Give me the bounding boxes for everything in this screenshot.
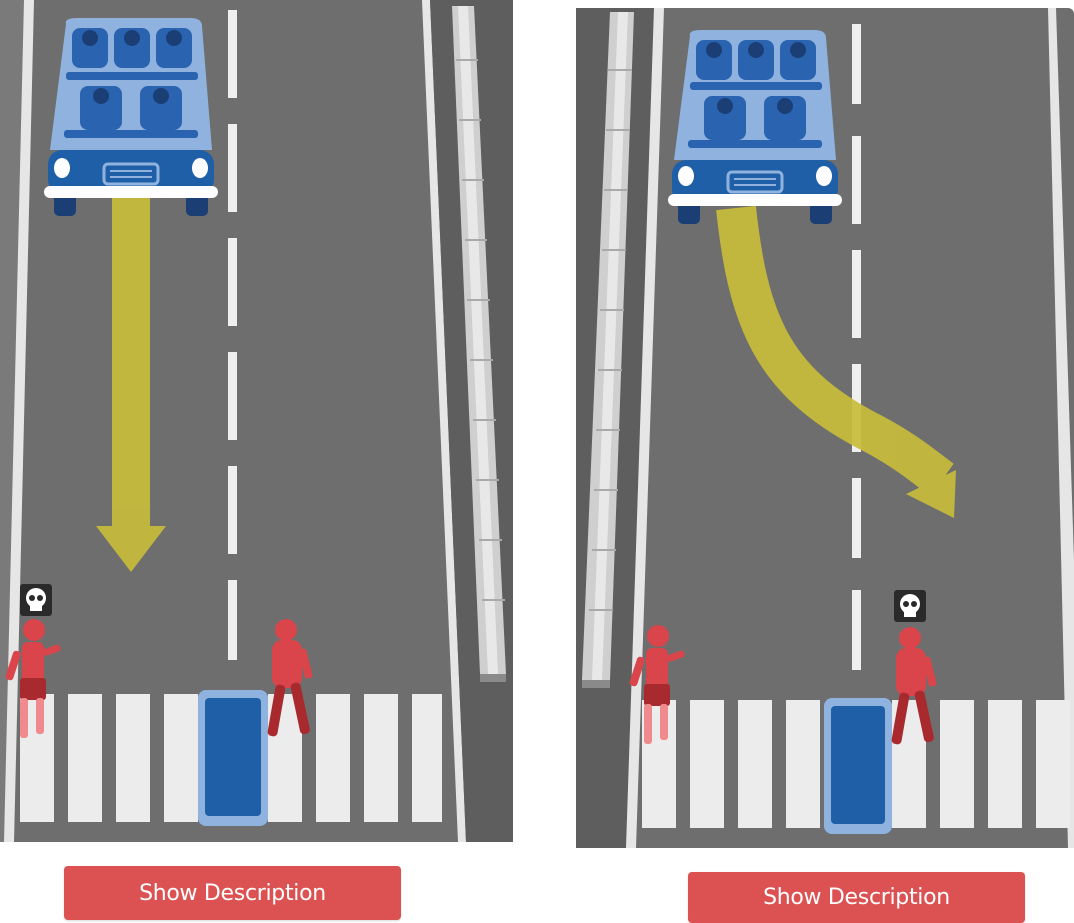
skull-icon [894,590,926,622]
show-description-button[interactable]: Show Description [64,866,401,920]
center-lane-dashes [228,10,237,660]
scenario-right[interactable]: Show Description [576,0,1074,923]
barrier-icon [582,12,634,688]
road-edge-line-right [422,0,466,842]
road-block [198,690,268,826]
road-edge-line-right [1048,8,1074,848]
car-path-arrow [716,205,956,518]
skull-icon [20,584,52,616]
pedestrian-icon [629,625,685,744]
road-block [824,698,892,834]
road-edge-line-left [4,0,34,842]
road-edge-line-left [626,8,664,848]
pedestrian-icon [891,627,937,745]
barrier-icon [452,6,506,682]
pedestrian-icon [267,619,313,737]
car-icon [668,30,842,224]
scenario-left-illustration [0,0,513,842]
scenario-left[interactable]: Show Description [0,0,515,923]
crosswalk [20,694,442,822]
pedestrian-icon [5,619,61,738]
show-description-button[interactable]: Show Description [688,872,1025,923]
car-path-arrow [96,196,166,572]
car-icon [44,18,218,216]
scenario-right-illustration [576,8,1074,848]
